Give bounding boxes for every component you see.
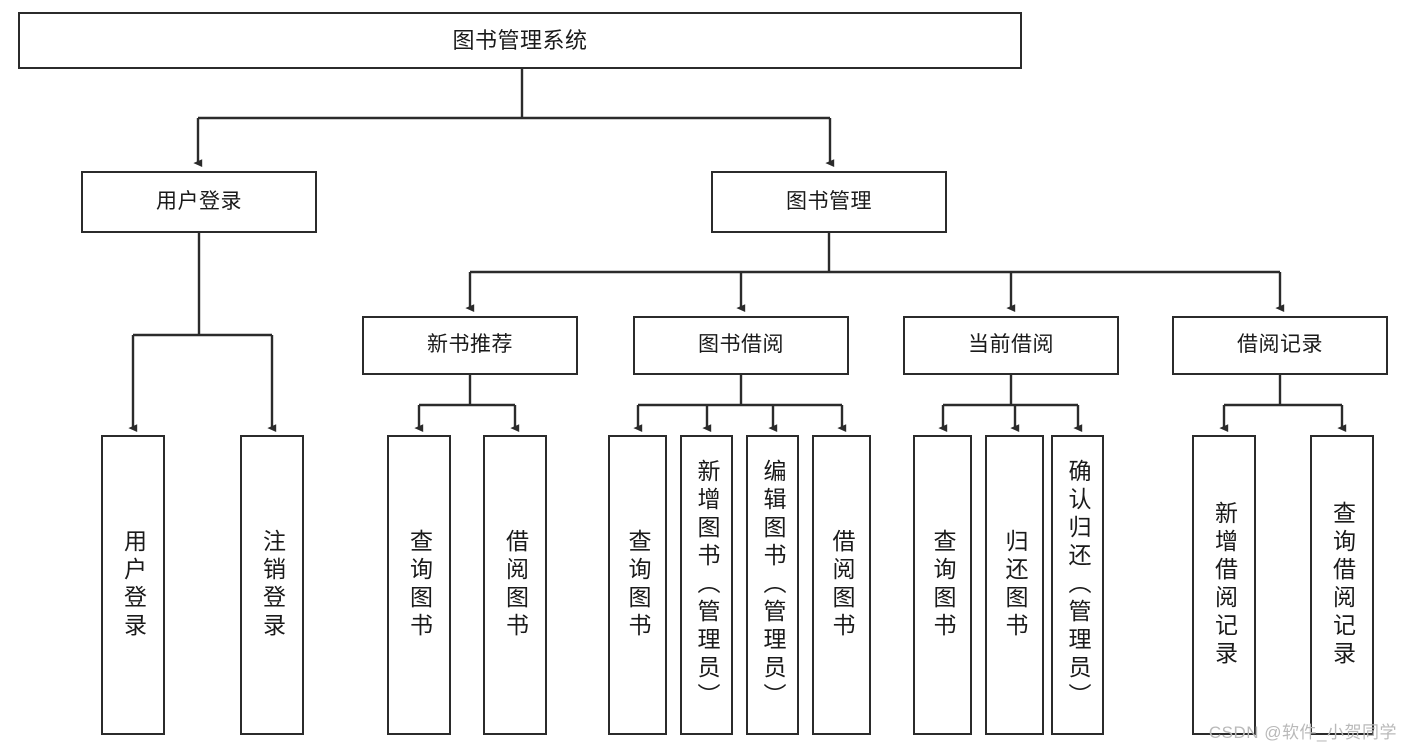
node-user-login-label: 用户登录 (156, 189, 242, 213)
node-current-borrow[interactable]: 当前借阅 (903, 316, 1119, 375)
leaf-borrow-book-2-label: 借阅图书 (829, 529, 855, 641)
leaf-borrow-book-1-label: 借阅图书 (502, 529, 529, 641)
node-user-login[interactable]: 用户登录 (81, 171, 317, 233)
leaf-borrow-book-1[interactable]: 借阅图书 (483, 435, 547, 735)
leaf-query-book-1[interactable]: 查询图书 (387, 435, 451, 735)
node-book-manage[interactable]: 图书管理 (711, 171, 947, 233)
leaf-confirm-return-admin[interactable]: 确认归还（管理员） (1051, 435, 1104, 735)
leaf-query-book-2-label: 查询图书 (625, 529, 651, 641)
leaf-add-book-admin[interactable]: 新增图书（管理员） (680, 435, 733, 735)
node-book-manage-label: 图书管理 (786, 189, 872, 213)
leaf-confirm-return-admin-label: 确认归还（管理员） (1065, 459, 1091, 711)
leaf-query-borrow-record-label: 查询借阅记录 (1329, 501, 1356, 669)
leaf-query-book-3[interactable]: 查询图书 (913, 435, 972, 735)
leaf-query-book-3-label: 查询图书 (930, 529, 956, 641)
node-root[interactable]: 图书管理系统 (18, 12, 1022, 69)
leaf-borrow-book-2[interactable]: 借阅图书 (812, 435, 871, 735)
node-root-label: 图书管理系统 (452, 27, 588, 53)
leaf-user-login-label: 用户登录 (120, 529, 147, 641)
leaf-user-login[interactable]: 用户登录 (101, 435, 165, 735)
leaf-query-borrow-record[interactable]: 查询借阅记录 (1310, 435, 1374, 735)
leaf-logout-label: 注销登录 (259, 529, 286, 641)
leaf-add-borrow-record[interactable]: 新增借阅记录 (1192, 435, 1256, 735)
leaf-add-book-admin-label: 新增图书（管理员） (694, 459, 720, 711)
leaf-query-book-2[interactable]: 查询图书 (608, 435, 667, 735)
node-book-borrow[interactable]: 图书借阅 (633, 316, 849, 375)
node-current-borrow-label: 当前借阅 (968, 333, 1054, 357)
node-new-book-recommend[interactable]: 新书推荐 (362, 316, 578, 375)
leaf-edit-book-admin[interactable]: 编辑图书（管理员） (746, 435, 799, 735)
leaf-edit-book-admin-label: 编辑图书（管理员） (760, 459, 786, 711)
node-new-book-recommend-label: 新书推荐 (427, 333, 513, 357)
leaf-return-book[interactable]: 归还图书 (985, 435, 1044, 735)
leaf-query-book-1-label: 查询图书 (406, 529, 433, 641)
leaf-return-book-label: 归还图书 (1002, 529, 1028, 641)
leaf-logout[interactable]: 注销登录 (240, 435, 304, 735)
node-book-borrow-label: 图书借阅 (698, 333, 784, 357)
node-borrow-record[interactable]: 借阅记录 (1172, 316, 1388, 375)
watermark: CSDN @软件_小贺同学 (1208, 723, 1397, 742)
node-borrow-record-label: 借阅记录 (1237, 333, 1323, 357)
leaf-add-borrow-record-label: 新增借阅记录 (1211, 501, 1238, 669)
